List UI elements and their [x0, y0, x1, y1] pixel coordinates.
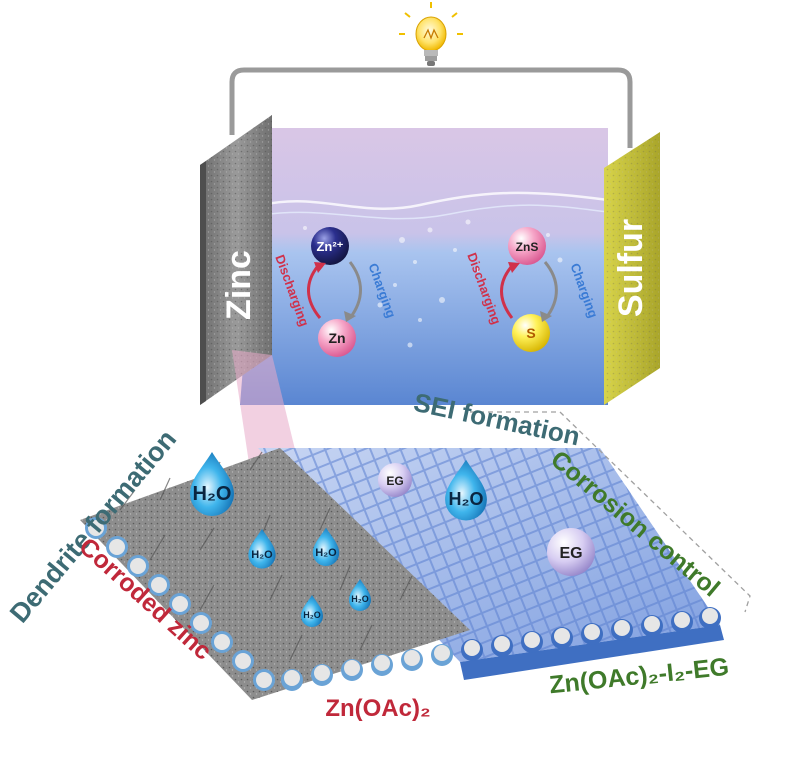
- sei-coated-zinc-slab: [258, 448, 724, 680]
- anode-charge-arrow: [348, 261, 362, 319]
- zns-particle: [508, 227, 546, 265]
- eg-molecule-large-label: EG: [559, 545, 582, 562]
- circuit-wire: [229, 67, 633, 148]
- lightbulb-icon: [399, 2, 463, 66]
- zn2plus-label: Zn²⁺: [316, 239, 343, 254]
- water-droplet-small-1-label: H₂O: [303, 610, 321, 620]
- baseline-electrolyte-label: Zn(OAc)₂: [325, 695, 430, 722]
- anode-discharge-arrow: [307, 265, 322, 319]
- water-droplet-large-label: H₂O: [193, 483, 232, 505]
- corrosion-control-frame: [470, 411, 751, 613]
- eg-molecule-large: [547, 528, 595, 576]
- zn-atom: [318, 319, 356, 357]
- dendrite-zinc-slab: [80, 448, 470, 700]
- zoom-projection: [232, 350, 300, 470]
- zns-label: ZnS: [516, 240, 539, 254]
- cathode-discharge-arrowhead: [508, 262, 520, 273]
- water-droplet-medium-2-label: H₂O: [315, 547, 337, 559]
- cathode-charge-arrowhead: [540, 311, 552, 322]
- substrate-rollers-left: [85, 517, 275, 691]
- anode-charge-arrowhead: [344, 311, 356, 322]
- zinc-electrode: [200, 115, 272, 405]
- water-droplet-sei-label: H₂O: [449, 489, 484, 509]
- zn2plus-ion: [311, 227, 349, 265]
- cathode-discharge-arrow: [500, 265, 514, 319]
- substrate-rollers-bottom: [281, 607, 721, 691]
- sulfur-electrode: [604, 132, 660, 405]
- cathode-charge-arrow: [543, 261, 558, 319]
- zn-label: Zn: [328, 330, 345, 346]
- water-droplet-small-2-label: H₂O: [351, 594, 369, 604]
- s-label: S: [526, 325, 535, 341]
- sulfur-label: Sulfur: [612, 219, 650, 317]
- water-droplet-medium-1-label: H₂O: [251, 549, 273, 561]
- eg-molecule-small: [378, 463, 412, 497]
- eg-molecule-small-label: EG: [386, 474, 403, 488]
- anode-discharge-arrowhead: [314, 262, 326, 273]
- sulfur-particle: [512, 314, 550, 352]
- zinc-label: Zinc: [220, 250, 258, 320]
- electrolyte: [240, 128, 609, 405]
